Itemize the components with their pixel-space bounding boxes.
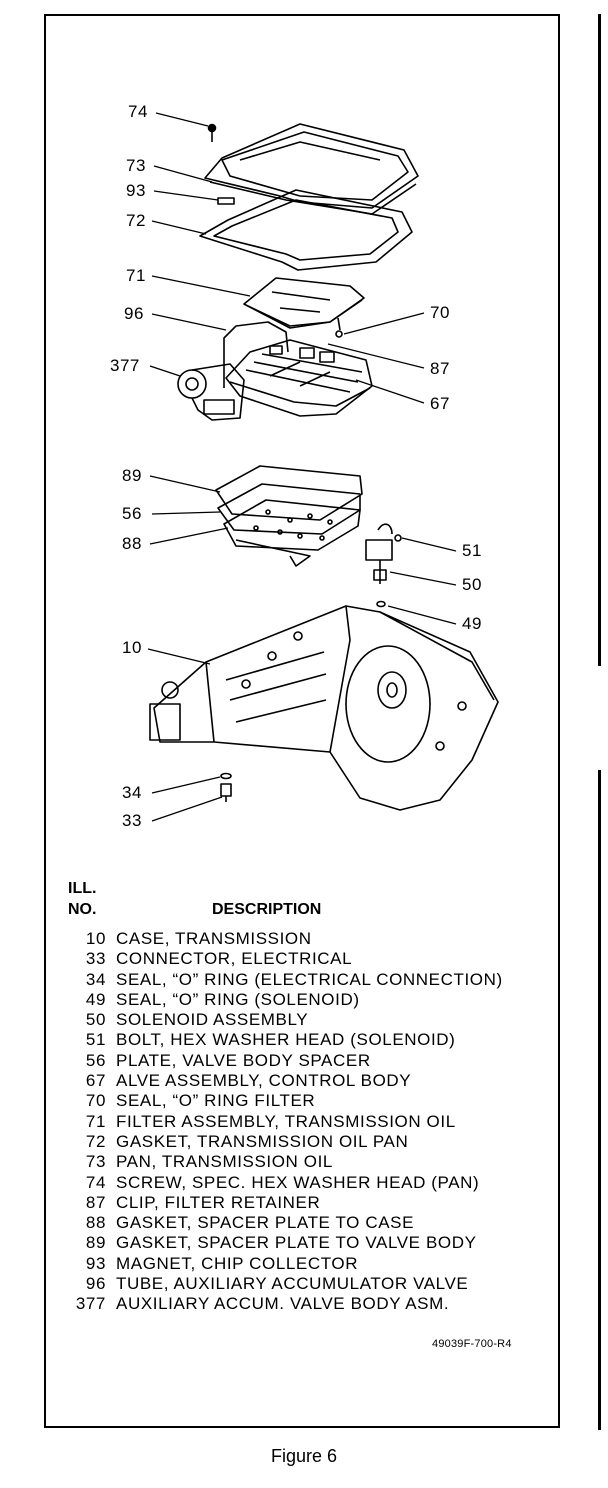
part-number: 49 (85, 989, 106, 1009)
part-number: 93 (85, 1253, 106, 1273)
part-number: 70 (85, 1091, 106, 1111)
callout-33: 33 (122, 811, 142, 830)
part-description: SCREW, SPEC. HEX WASHER HEAD (PAN) (116, 1172, 480, 1192)
part-description: MAGNET, CHIP COLLECTOR (116, 1253, 359, 1273)
parts-row: 33 CONNECTOR, ELECTRICAL (62, 949, 558, 969)
part-number: 377 (75, 1294, 106, 1314)
parts-row: 377 AUXILIARY ACCUM. VALVE BODY ASM. (62, 1294, 558, 1314)
part-description: ALVE ASSEMBLY, CONTROL BODY (116, 1071, 412, 1091)
parts-row: 34 SEAL, “O” RING (ELECTRICAL CONNECTION) (62, 970, 558, 990)
electrical-connector-illustration (220, 772, 232, 802)
callout-51: 51 (462, 541, 482, 560)
control-valve-body-illustration (225, 339, 373, 417)
part-number: 96 (85, 1274, 106, 1294)
callout-74: 74 (128, 102, 148, 121)
part-number: 88 (85, 1213, 106, 1233)
part-description: AUXILIARY ACCUM. VALVE BODY ASM. (116, 1294, 450, 1314)
header-no: NO. (68, 901, 97, 918)
parts-row: 88 GASKET, SPACER PLATE TO CASE (62, 1213, 558, 1233)
part-description: SEAL, “O” RING (ELECTRICAL CONNECTION) (116, 969, 503, 989)
callout-93: 93 (126, 181, 146, 200)
part-description: FILTER ASSEMBLY, TRANSMISSION OIL (116, 1111, 456, 1131)
part-description: CONNECTOR, ELECTRICAL (116, 949, 353, 969)
pan-screw-illustration (207, 123, 217, 142)
part-description: SEAL, “O” RING FILTER (116, 1091, 316, 1111)
solenoid-illustration (365, 523, 402, 608)
callout-50: 50 (462, 575, 482, 594)
part-description: GASKET, TRANSMISSION OIL PAN (116, 1131, 409, 1151)
parts-row: 89 GASKET, SPACER PLATE TO VALVE BODY (62, 1233, 558, 1253)
parts-row: 49 SEAL, “O” RING (SOLENOID) (62, 990, 558, 1010)
part-number: 34 (85, 969, 106, 989)
part-number: 33 (85, 949, 106, 969)
part-number: 87 (85, 1192, 106, 1212)
part-number: 89 (85, 1233, 106, 1253)
parts-row: 10 CASE, TRANSMISSION (62, 929, 558, 949)
part-number: 73 (85, 1152, 106, 1172)
magnet-illustration (217, 197, 235, 205)
parts-row: 56 PLATE, VALVE BODY SPACER (62, 1051, 558, 1071)
parts-row: 73 PAN, TRANSMISSION OIL (62, 1152, 558, 1172)
parts-row: 50 SOLENOID ASSEMBLY (62, 1010, 558, 1030)
callout-34: 34 (122, 783, 142, 802)
parts-row: 96 TUBE, AUXILIARY ACCUMULATOR VALVE (62, 1274, 558, 1294)
parts-row: 74 SCREW, SPEC. HEX WASHER HEAD (PAN) (62, 1173, 558, 1193)
part-number: 72 (85, 1131, 106, 1151)
callout-10: 10 (122, 638, 142, 657)
exploded-view-drawing (147, 112, 499, 822)
part-description: TUBE, AUXILIARY ACCUMULATOR VALVE (116, 1274, 469, 1294)
adjacent-page-edge-top (598, 14, 601, 666)
callout-89: 89 (122, 466, 142, 485)
callout-56: 56 (122, 504, 142, 523)
part-number: 67 (85, 1071, 106, 1091)
figure-frame (44, 14, 560, 1428)
part-description: PAN, TRANSMISSION OIL (116, 1152, 333, 1172)
adjacent-page-edge-bottom (598, 770, 601, 1430)
spacer-plate-illustration (215, 465, 363, 567)
callout-70: 70 (430, 303, 450, 322)
part-description: PLATE, VALVE BODY SPACER (116, 1050, 371, 1070)
part-description: GASKET, SPACER PLATE TO CASE (116, 1213, 415, 1233)
part-number: 10 (85, 929, 106, 948)
header-description: DESCRIPTION (212, 901, 322, 918)
callout-73: 73 (126, 156, 146, 175)
parts-row: 93 MAGNET, CHIP COLLECTOR (62, 1254, 558, 1274)
part-description: CLIP, FILTER RETAINER (116, 1192, 321, 1212)
part-description: BOLT, HEX WASHER HEAD (SOLENOID) (116, 1030, 456, 1050)
part-number: 56 (85, 1050, 106, 1070)
parts-row: 70 SEAL, “O” RING FILTER (62, 1091, 558, 1111)
oil-pan-illustration (204, 123, 419, 215)
callout-377: 377 (110, 356, 140, 375)
part-number: 51 (85, 1030, 106, 1050)
figure-caption: Figure 6 (270, 1446, 338, 1466)
callout-87: 87 (430, 359, 450, 378)
callout-88: 88 (122, 534, 142, 553)
aux-accumulator-body-illustration (177, 363, 245, 421)
parts-row: 67 ALVE ASSEMBLY, CONTROL BODY (62, 1071, 558, 1091)
leader-lines (147, 112, 457, 822)
parts-row: 72 GASKET, TRANSMISSION OIL PAN (62, 1132, 558, 1152)
callout-67: 67 (430, 394, 450, 413)
transmission-case-illustration (149, 605, 499, 811)
parts-row: 51 BOLT, HEX WASHER HEAD (SOLENOID) (62, 1030, 558, 1050)
callout-72: 72 (126, 211, 146, 230)
parts-list: 10 CASE, TRANSMISSION 33 CONNECTOR, ELECTR… (62, 929, 558, 1315)
part-description: SEAL, “O” RING (SOLENOID) (116, 989, 360, 1009)
part-number: 50 (85, 1010, 106, 1030)
part-number: 74 (85, 1172, 106, 1192)
header-ill: ILL. (68, 880, 97, 897)
part-description: CASE, TRANSMISSION (116, 929, 312, 948)
parts-row: 87 CLIP, FILTER RETAINER (62, 1193, 558, 1213)
callout-71: 71 (126, 266, 146, 285)
part-number: 71 (85, 1111, 106, 1131)
drawing-code: 49039F-700-R4 (432, 1338, 512, 1350)
accumulator-tube-illustration (223, 321, 289, 388)
part-description: GASKET, SPACER PLATE TO VALVE BODY (116, 1233, 477, 1253)
callout-49: 49 (462, 614, 482, 633)
parts-row: 71 FILTER ASSEMBLY, TRANSMISSION OIL (62, 1112, 558, 1132)
callout-96: 96 (124, 304, 144, 323)
filter-illustration (243, 277, 365, 338)
part-description: SOLENOID ASSEMBLY (116, 1010, 309, 1030)
pan-gasket-illustration (199, 189, 413, 271)
